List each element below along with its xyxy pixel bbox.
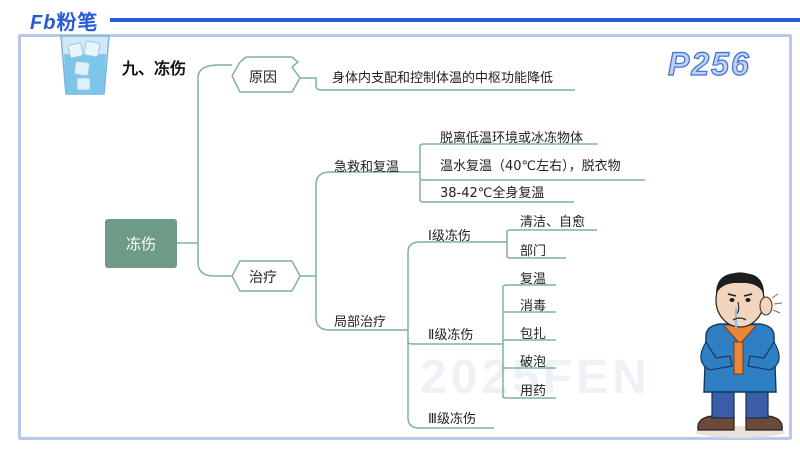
ice-glass-icon [60, 35, 110, 95]
emergency-item: 38-42℃全身复温 [440, 186, 545, 201]
cause-text: 身体内支配和控制体温的中枢功能降低 [332, 71, 554, 86]
emergency-item: 温水复温（40℃左右），脱衣物 [440, 159, 621, 174]
grade1-item: 清洁、自愈 [520, 215, 586, 230]
root-node: 冻伤 [105, 219, 177, 268]
page-number: P256 [667, 45, 751, 82]
grade2-item: 用药 [520, 384, 547, 399]
grade1-label: Ⅰ级冻伤 [428, 229, 471, 244]
cold-person-illustration [695, 272, 785, 438]
watermark: 2025FEN [420, 351, 651, 404]
emergency-label: 急救和复温 [334, 160, 400, 175]
local-treatment-label: 局部治疗 [334, 315, 387, 330]
grade2-item: 复温 [520, 272, 547, 287]
emergency-item: 脱离低温环境或冰冻物体 [440, 131, 584, 146]
grade2-item: 破泡 [520, 355, 547, 370]
grade3-label: Ⅲ级冻伤 [428, 412, 476, 427]
header-bar [110, 18, 800, 22]
fenbi-logo: Fb粉笔 [30, 12, 99, 34]
section-title: 九、冻伤 [122, 59, 187, 78]
grade2-item: 包扎 [520, 327, 547, 342]
grade1-item: 部门 [520, 244, 547, 259]
cause-label: 原因 [249, 70, 277, 86]
treatment-label: 治疗 [249, 270, 277, 286]
grade2-label: Ⅱ级冻伤 [428, 328, 474, 343]
grade2-item: 消毒 [520, 299, 547, 314]
